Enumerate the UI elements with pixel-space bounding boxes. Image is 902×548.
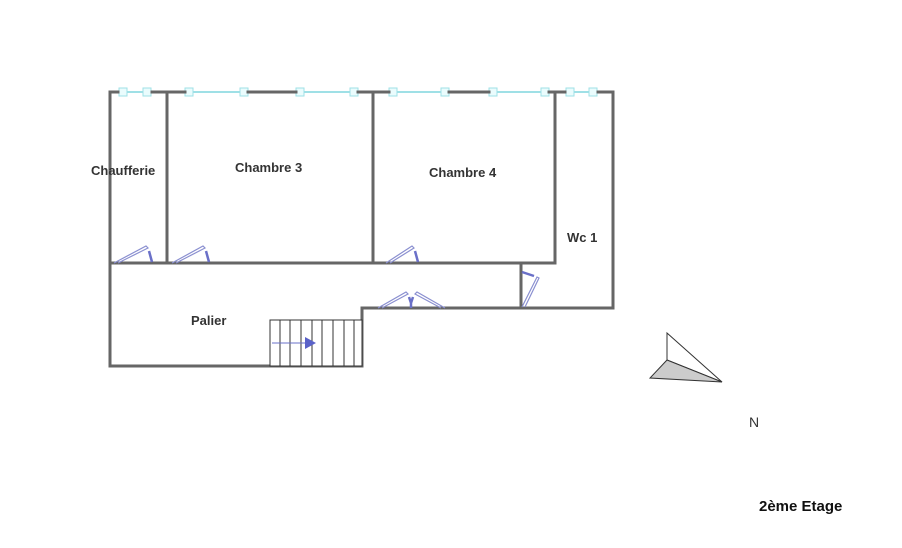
floor-label: 2ème Etage [759, 498, 842, 515]
room-label-palier: Palier [191, 313, 226, 328]
windows [118, 87, 598, 97]
room-label-wc-1: Wc 1 [567, 230, 597, 245]
north-label: N [749, 414, 759, 430]
doors [113, 245, 540, 309]
room-label-chaufferie: Chaufferie [91, 163, 155, 178]
staircase [269, 319, 363, 367]
room-label-chambre-4: Chambre 4 [429, 165, 497, 180]
stair-direction-arrow-icon [305, 337, 316, 349]
compass-icon [648, 331, 723, 383]
room-label-chambre-3: Chambre 3 [235, 160, 302, 175]
